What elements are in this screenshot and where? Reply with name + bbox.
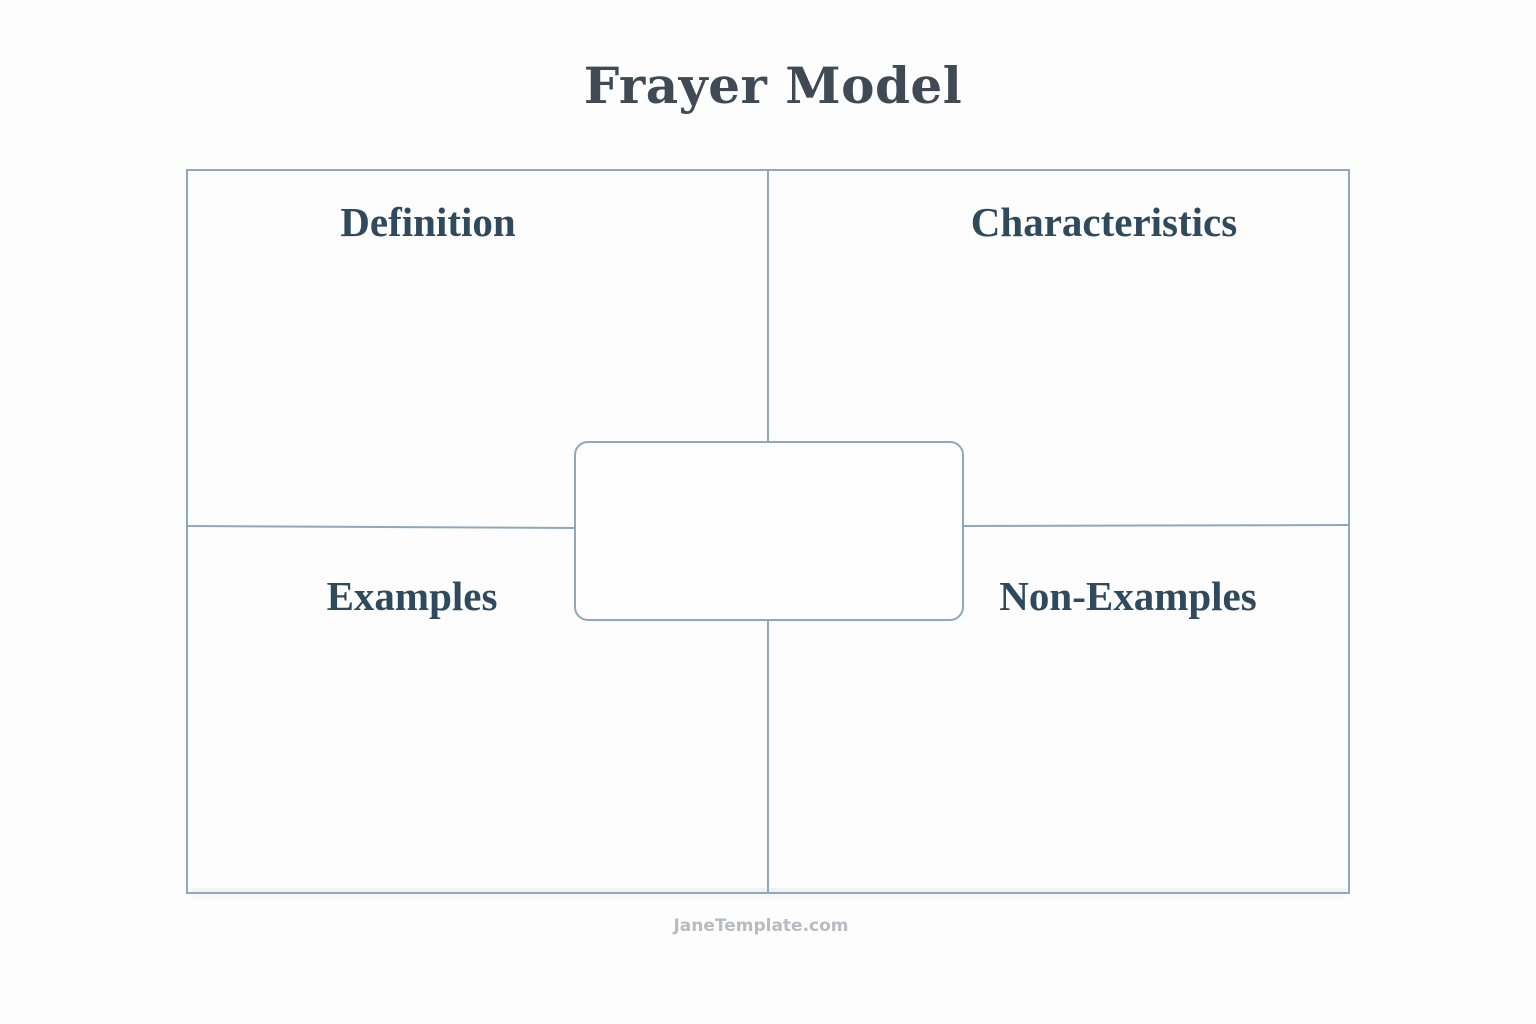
examples-label: Examples [326, 573, 498, 619]
footer-watermark: JaneTemplate.com [673, 916, 849, 936]
page-title: Frayer Model [583, 56, 963, 115]
horizontal-divider-left [186, 525, 575, 529]
center-term-box[interactable] [574, 441, 964, 621]
frame-shadow [192, 888, 1346, 902]
non-examples-label: Non-Examples [999, 573, 1257, 619]
characteristics-label: Characteristics [970, 199, 1238, 245]
definition-label: Definition [340, 199, 516, 245]
horizontal-divider-right [961, 524, 1350, 527]
